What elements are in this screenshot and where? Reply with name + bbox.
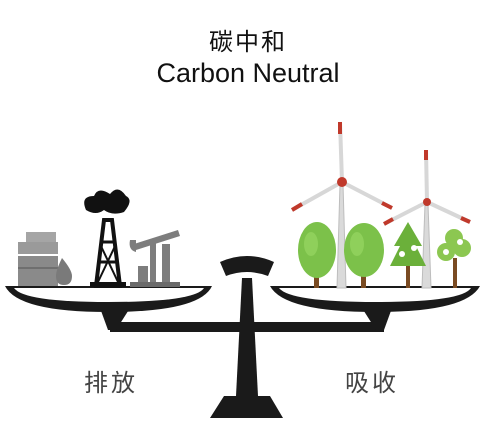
scale-base bbox=[210, 396, 283, 418]
oil-derrick-icon bbox=[84, 189, 130, 288]
title-english: Carbon Neutral bbox=[156, 58, 340, 88]
left-pan bbox=[5, 286, 212, 312]
tree-icon bbox=[437, 229, 471, 288]
balance-scale bbox=[100, 256, 392, 418]
right-pan-rim bbox=[279, 288, 471, 302]
tree-icon bbox=[298, 222, 336, 288]
tree-icon bbox=[390, 222, 426, 288]
right-pan bbox=[270, 286, 480, 312]
left-pan-rim bbox=[14, 288, 204, 302]
scale-top bbox=[220, 256, 274, 276]
absorption-label: 吸收 bbox=[345, 369, 399, 397]
title-chinese: 碳中和 bbox=[209, 28, 287, 56]
left-hanger bbox=[100, 308, 130, 330]
pumpjack-icon bbox=[129, 230, 180, 287]
emission-label: 排放 bbox=[84, 369, 138, 397]
tree-icon bbox=[344, 223, 384, 288]
oil-drop-icon bbox=[56, 258, 72, 285]
right-hanger bbox=[362, 308, 392, 330]
scale-pillar bbox=[236, 278, 258, 396]
wind-turbine-icon bbox=[290, 121, 393, 289]
scale-beam bbox=[110, 322, 384, 332]
oil-barrels-icon bbox=[18, 232, 58, 286]
wind-turbine-icon bbox=[383, 149, 471, 289]
